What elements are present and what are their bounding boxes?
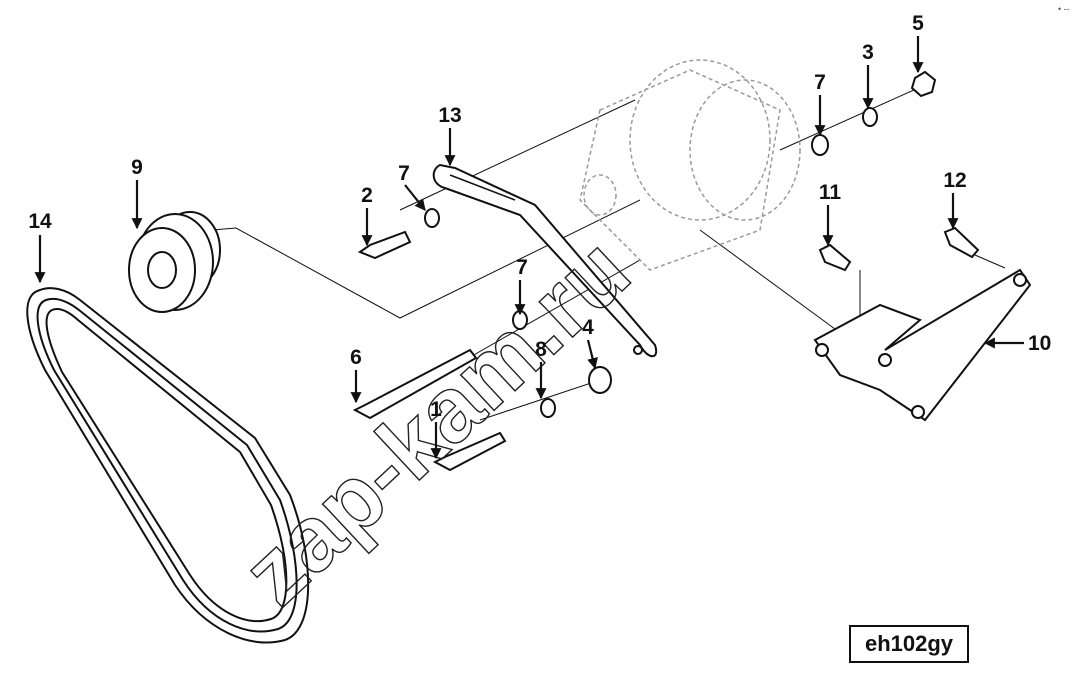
nut-5	[910, 70, 937, 98]
bolt-6	[352, 348, 478, 420]
bolt-2	[357, 230, 412, 260]
callout-labels: 14 9 13 7 2 7 4 8 6 1 7 3 5 11 12 10	[28, 12, 1051, 421]
callout-10: 10	[1028, 332, 1051, 355]
alternator-ghost	[579, 59, 801, 271]
callout-1: 1	[430, 398, 442, 421]
watermark: zap-kam.ru	[223, 218, 649, 625]
bolt-1	[432, 431, 507, 472]
callout-3: 3	[862, 41, 874, 64]
fasteners	[352, 70, 980, 472]
callout-11: 11	[819, 181, 842, 204]
spacer-4	[588, 366, 612, 394]
callout-7-a: 7	[398, 162, 410, 185]
callout-14: 14	[28, 210, 52, 233]
adjusting-bracket	[432, 163, 658, 358]
callout-8: 8	[535, 338, 547, 361]
callout-13: 13	[438, 104, 461, 127]
reference-code-box: eh102gy	[849, 625, 969, 663]
washer-8	[540, 398, 556, 418]
callout-7-c: 7	[814, 71, 826, 94]
callout-arrows	[34, 36, 1024, 460]
callout-5: 5	[912, 12, 924, 35]
callout-2: 2	[361, 184, 373, 207]
washer-7a	[424, 208, 440, 228]
drive-belt	[26, 287, 310, 644]
assembly-lines	[175, 84, 1006, 421]
pulley	[128, 211, 221, 313]
callout-4: 4	[582, 316, 594, 339]
callout-6: 6	[350, 346, 362, 369]
washer-7c	[811, 134, 829, 156]
callout-7-b: 7	[516, 256, 528, 279]
bolt-11	[818, 243, 852, 272]
washer-3	[862, 107, 878, 127]
callout-9: 9	[131, 156, 143, 179]
svg-text:zap-kam.ru: zap-kam.ru	[224, 219, 649, 625]
bolt-12	[943, 226, 980, 259]
callout-12: 12	[943, 169, 966, 192]
mounting-bracket	[813, 268, 1032, 422]
corner-mark: • --	[1058, 4, 1070, 14]
